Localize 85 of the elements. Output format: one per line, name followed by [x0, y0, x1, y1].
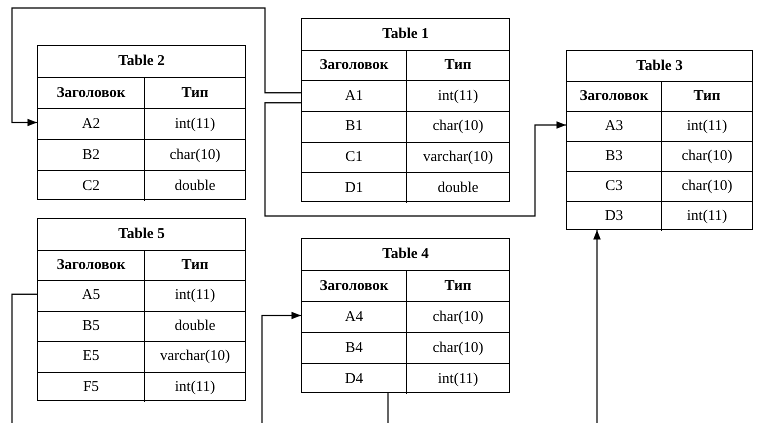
- field-type: int(11): [406, 81, 509, 112]
- field-type: int(11): [144, 281, 245, 310]
- table-row: [302, 301, 509, 332]
- column-header: Тип: [144, 78, 245, 108]
- header-row: [567, 81, 752, 111]
- arrow: [264, 102, 566, 217]
- column-header: Тип: [661, 82, 752, 111]
- field-type: int(11): [661, 202, 752, 231]
- header-row: [302, 50, 509, 80]
- table-title: Table 4: [382, 245, 429, 264]
- field-type: char(10): [661, 172, 752, 201]
- arrow: [261, 312, 301, 423]
- table-row: [38, 341, 245, 372]
- field-type: int(11): [406, 364, 509, 394]
- table: [37, 45, 246, 200]
- table-row: [567, 111, 752, 141]
- table-row: [38, 108, 245, 139]
- table: [37, 218, 246, 401]
- table-row: [302, 363, 509, 394]
- column-header: Заголовок: [578, 87, 650, 106]
- column-header: Заголовок: [56, 84, 126, 102]
- arrow: [593, 230, 601, 423]
- field-name: B1: [344, 117, 364, 136]
- field-type: char(10): [406, 302, 509, 332]
- field-name: D4: [344, 370, 364, 388]
- table-row: [38, 170, 245, 201]
- header-row: [38, 250, 245, 280]
- column-header: Заголовок: [318, 56, 390, 76]
- field-type: varchar(10): [144, 342, 245, 372]
- field-type: char(10): [406, 112, 509, 142]
- column-header: Заголовок: [318, 276, 390, 296]
- field-name: D3: [604, 207, 624, 226]
- connector-line: [11, 294, 37, 423]
- field-name: C1: [344, 148, 364, 168]
- field-type: char(10): [144, 140, 245, 170]
- table-row: [302, 111, 509, 142]
- connector-line: [387, 393, 389, 423]
- field-name: B2: [81, 146, 101, 164]
- field-type: int(11): [144, 372, 245, 402]
- header-row: [38, 77, 245, 108]
- table-title: Table 3: [636, 56, 683, 76]
- table-title: Table 2: [118, 52, 165, 71]
- table-title: Table 5: [118, 224, 165, 244]
- field-name: A3: [604, 117, 624, 136]
- table-row: [567, 201, 752, 231]
- table: [566, 50, 753, 230]
- column-header: Заголовок: [56, 256, 126, 275]
- field-name: A4: [344, 308, 364, 326]
- table: [301, 18, 510, 202]
- table-row: [302, 142, 509, 172]
- field-type: varchar(10): [406, 142, 509, 172]
- field-name: B5: [81, 316, 101, 336]
- table-row: [302, 80, 509, 112]
- column-header: Тип: [406, 271, 509, 301]
- field-name: C2: [81, 176, 101, 196]
- field-type: double: [406, 173, 509, 204]
- header-row: [302, 270, 509, 301]
- field-type: char(10): [661, 142, 752, 171]
- field-name: E5: [82, 347, 100, 366]
- table-row: [38, 310, 245, 341]
- field-name: D1: [344, 178, 364, 198]
- field-name: B3: [604, 147, 624, 166]
- field-name: A1: [344, 86, 364, 106]
- field-name: F5: [82, 378, 100, 397]
- field-type: char(10): [406, 333, 509, 363]
- field-name: B4: [344, 338, 364, 358]
- table-row: [38, 372, 245, 402]
- table-row: [567, 171, 752, 201]
- table: [301, 238, 510, 393]
- table-row: [302, 172, 509, 204]
- column-header: Тип: [144, 250, 245, 280]
- table-row: [302, 332, 509, 363]
- field-type: int(11): [144, 109, 245, 139]
- table-title: Table 1: [382, 24, 429, 44]
- table-row: [38, 139, 245, 170]
- field-name: A5: [80, 286, 102, 306]
- field-type: double: [144, 312, 245, 341]
- field-type: int(11): [661, 112, 752, 141]
- column-header: Тип: [406, 50, 509, 80]
- arrow: [11, 7, 301, 126]
- field-name: A2: [80, 114, 102, 134]
- table-row: [38, 280, 245, 310]
- field-name: C3: [604, 177, 624, 196]
- field-type: double: [144, 171, 245, 201]
- table-row: [567, 141, 752, 171]
